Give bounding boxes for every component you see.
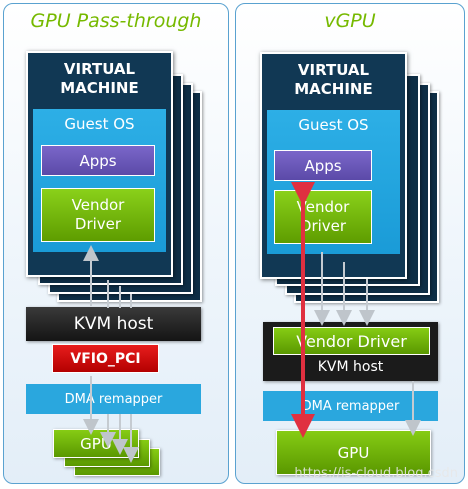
apps-box: Apps [274,150,372,181]
apps-box: Apps [41,145,155,176]
vgpu-title: vGPU [324,10,376,32]
vendor-driver-box: Vendor Driver [274,190,372,244]
dma-remapper-box: DMA remapper [26,384,201,414]
vendor-driver-label: Vendor Driver [296,198,350,235]
passthrough-title: GPU Pass-through [30,10,202,32]
vm-title: VIRTUAL MACHINE [60,60,139,97]
kvm-host-label: KVM host [317,359,384,375]
dma-remapper-box: DMA remapper [263,391,438,421]
vendor-driver-label: Vendor Driver [71,196,125,233]
gpu-box: GPU [53,429,139,458]
vendor-driver-box: Vendor Driver [41,188,155,242]
host-vendor-driver-box: Vendor Driver [273,327,430,355]
watermark: https://is-cloud.blog.csdn [294,466,458,481]
vfio-pci-box: VFIO_PCI [52,344,159,373]
kvm-host-box: KVM host [26,307,201,341]
guest-os-label: Guest OS [298,116,369,134]
vm-title: VIRTUAL MACHINE [294,61,373,98]
guest-os-label: Guest OS [64,115,135,133]
